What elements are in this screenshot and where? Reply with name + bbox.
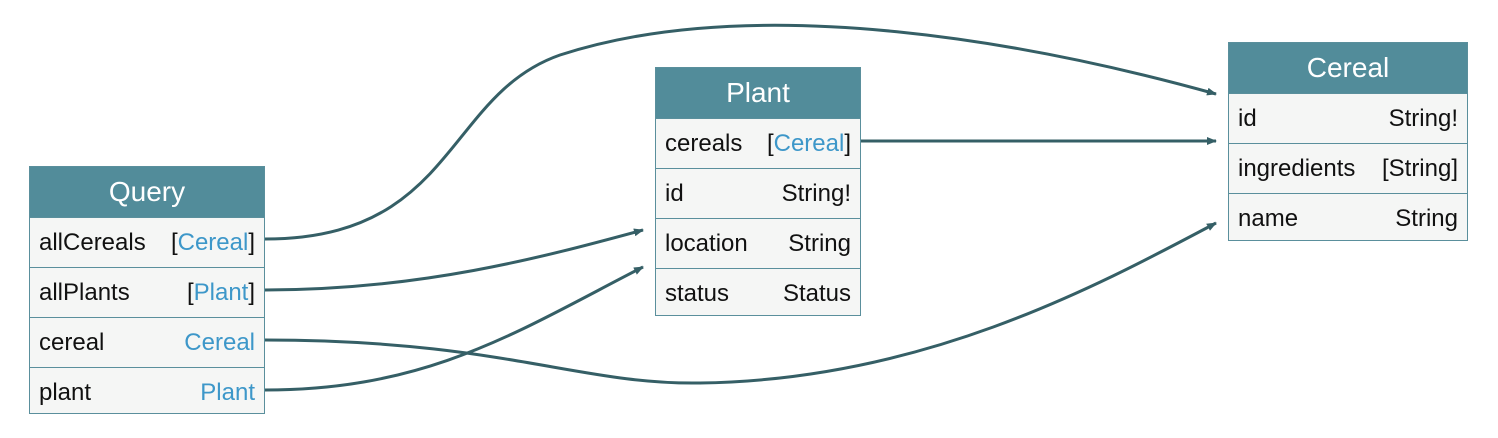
field-query-allplants[interactable]: allPlants [Plant] xyxy=(30,267,264,317)
field-cereal-name[interactable]: name String xyxy=(1229,193,1467,243)
field-plant-location[interactable]: location String xyxy=(656,218,860,268)
edge-query-allcereals-to-cereal xyxy=(264,23,1217,241)
edge-query-plant-to-plant xyxy=(264,265,644,392)
field-cereal-id[interactable]: id String! xyxy=(1229,93,1467,143)
field-type: String xyxy=(1395,204,1458,232)
field-name: allPlants xyxy=(39,278,130,306)
field-type: [Cereal] xyxy=(766,129,851,157)
field-name: cereal xyxy=(39,328,105,356)
field-name: id xyxy=(1238,104,1257,132)
field-name: allCereals xyxy=(39,228,146,256)
field-type: String! xyxy=(1388,104,1458,132)
field-name: cereals xyxy=(665,129,743,157)
type-link-plant[interactable]: Plant xyxy=(200,378,255,406)
field-name: ingredients xyxy=(1238,154,1356,182)
type-link-plant[interactable]: Plant xyxy=(193,278,249,306)
field-type: [String] xyxy=(1381,154,1458,182)
field-query-plant[interactable]: plant Plant xyxy=(30,367,264,417)
type-link-cereal[interactable]: Cereal xyxy=(177,228,249,256)
field-cereal-ingredients[interactable]: ingredients [String] xyxy=(1229,143,1467,193)
field-type: String! xyxy=(781,179,851,207)
node-query[interactable]: Query allCereals [Cereal] allPlants [Pla… xyxy=(29,166,265,414)
field-plant-status[interactable]: status Status xyxy=(656,268,860,318)
field-type: Cereal xyxy=(184,329,255,357)
field-plant-cereals[interactable]: cereals [Cereal] xyxy=(656,118,860,168)
edge-query-cereal-to-cereal xyxy=(264,221,1217,385)
field-type: [Cereal] xyxy=(170,228,255,256)
type-link-cereal[interactable]: Cereal xyxy=(773,129,845,157)
field-type: String xyxy=(788,229,851,257)
node-cereal-title: Cereal xyxy=(1229,43,1467,93)
node-plant-title: Plant xyxy=(656,68,860,118)
field-plant-id[interactable]: id String! xyxy=(656,168,860,218)
node-query-title: Query xyxy=(30,167,264,217)
type-link-cereal[interactable]: Cereal xyxy=(184,328,255,356)
field-query-cereal[interactable]: cereal Cereal xyxy=(30,317,264,367)
field-name: status xyxy=(665,279,730,307)
field-query-allcereals[interactable]: allCereals [Cereal] xyxy=(30,217,264,267)
field-type: Status xyxy=(782,279,851,307)
edge-query-allplants-to-plant xyxy=(264,228,644,292)
field-name: location xyxy=(665,229,748,257)
field-name: id xyxy=(665,179,684,207)
field-type: [Plant] xyxy=(186,278,255,306)
field-name: name xyxy=(1238,204,1299,232)
node-plant[interactable]: Plant cereals [Cereal] id String! locati… xyxy=(655,67,861,316)
node-cereal[interactable]: Cereal id String! ingredients [String] n… xyxy=(1228,42,1468,241)
field-name: plant xyxy=(39,378,92,406)
field-type: Plant xyxy=(200,379,255,407)
